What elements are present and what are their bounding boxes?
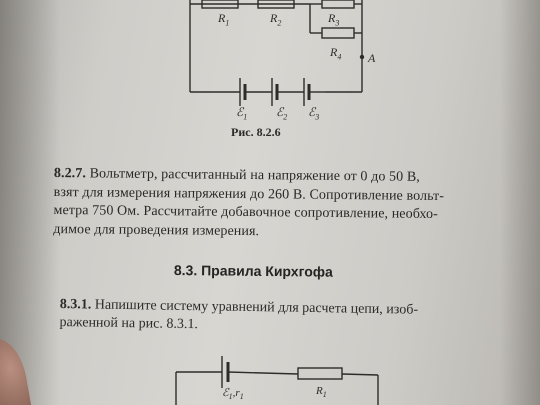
fig831-resistor-r1 — [297, 367, 343, 380]
label-e1: ℰ1 — [236, 105, 248, 122]
problem-number: 8.3.1. — [59, 296, 92, 313]
resistor-r2 — [257, 0, 295, 9]
problem-8-2-7: 8.2.7. Вольтметр, рассчитанный на напряж… — [53, 165, 524, 244]
page-shadow-right — [500, 0, 540, 405]
label-r1: R1 — [218, 11, 230, 28]
label-r4: R4 — [330, 45, 342, 62]
label-node-a: A — [368, 51, 376, 65]
label-r3: R3 — [328, 11, 340, 28]
label-fig831-e1-r1: ℰ1,r1 — [222, 387, 244, 402]
page-shadow-left — [0, 0, 60, 405]
resistor-r4 — [321, 27, 355, 39]
problem-8-3-1: 8.3.1. Напишите систему уравнений для ра… — [59, 296, 520, 339]
label-e2: ℰ2 — [276, 105, 288, 122]
section-title: 8.3. Правила Кирхгофа — [173, 262, 333, 280]
label-e3: ℰ3 — [308, 105, 320, 122]
node-a-dot — [359, 54, 365, 60]
resistor-r3 — [321, 0, 355, 9]
figure-caption: Рис. 8.2.6 — [231, 125, 281, 139]
resistor-r1 — [201, 0, 239, 9]
label-fig831-r1: R1 — [316, 385, 327, 400]
label-r2: R2 — [270, 11, 282, 28]
problem-number: 8.2.7. — [53, 165, 87, 182]
